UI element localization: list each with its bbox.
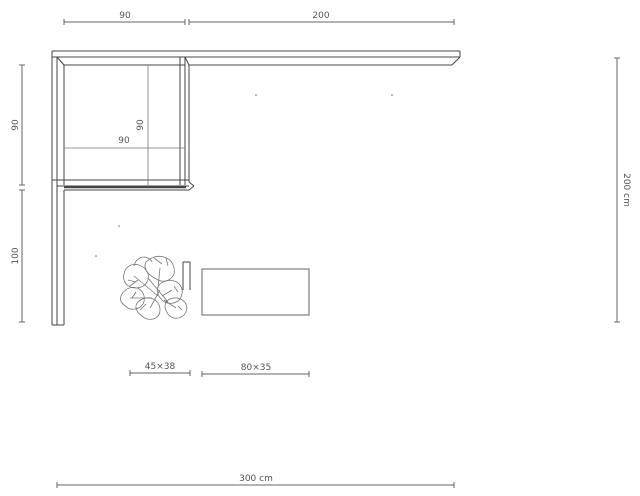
dim-right-height: 200 cm <box>614 57 631 323</box>
dim-top-right-label: 200 <box>312 11 329 21</box>
dim-inner-height-label: 90 <box>136 119 146 131</box>
dim-top-left: 90 <box>63 10 186 25</box>
pot <box>182 261 191 290</box>
dim-inner-height: 90 <box>136 65 149 185</box>
dim-top-right: 200 <box>188 11 455 25</box>
coffee-table <box>201 268 310 316</box>
plant-icon <box>120 255 188 320</box>
dim-top-left-label: 90 <box>119 11 131 21</box>
dim-pot: 45×38 <box>129 362 191 376</box>
dim-inner-width: 90 <box>64 136 185 149</box>
dim-inner-width-label: 90 <box>118 136 130 146</box>
dim-left-upper-label: 90 <box>11 119 21 131</box>
dim-total-width: 300 cm <box>56 474 455 488</box>
bench-outline <box>51 50 461 326</box>
dim-table: 80×35 <box>201 363 310 377</box>
dim-left-upper: 90 <box>11 64 25 186</box>
dim-table-label: 80×35 <box>241 363 271 373</box>
dim-right-height-label: 200 cm <box>621 173 631 207</box>
dim-total-width-label: 300 cm <box>239 474 273 484</box>
dim-pot-label: 45×38 <box>145 362 176 372</box>
dim-left-lower-label: 100 <box>11 247 21 264</box>
dim-left-lower: 100 <box>11 189 25 323</box>
